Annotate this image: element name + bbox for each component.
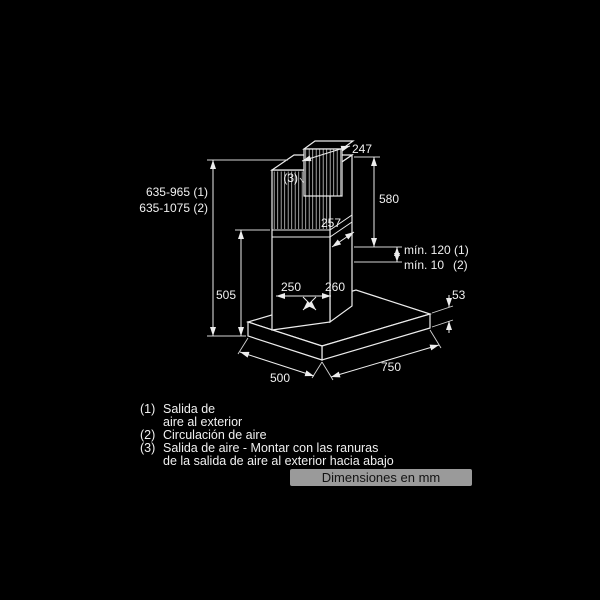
- hood-drawing: [245, 140, 433, 361]
- legend-item2-text: Circulación de aire: [163, 428, 267, 442]
- min-clearance-exterior-label: mín. 120 (1): [404, 243, 469, 257]
- chimney-joint-side-1: [329, 214, 353, 231]
- hood-depth-label: 500: [270, 371, 290, 385]
- duct-width-260-label: 260: [325, 280, 345, 294]
- spigot-leader-line: [299, 177, 305, 184]
- dimension-lines: [207, 145, 454, 381]
- height-air-exterior-label: 635-965 (1): [146, 185, 208, 199]
- dim-750-ext-right: [429, 329, 442, 349]
- legend-item2-marker: (2): [140, 428, 155, 442]
- hood-width-label: 750: [381, 360, 401, 374]
- lower-chimney-height-label: 505: [216, 288, 236, 302]
- dim-500-ext-back: [237, 337, 249, 355]
- dim-500-line: [239, 351, 315, 377]
- outlet-cross-line-2: [302, 296, 317, 311]
- legend: (1) Salida de aire al exterior (2) Circu…: [140, 402, 472, 486]
- legend-item1-line1: Salida de: [163, 402, 215, 416]
- dim-top-width-label: 247: [352, 142, 372, 156]
- legend-item3-line2: de la salida de aire al exterior hacia a…: [163, 454, 394, 468]
- outlet-marker-label: (3): [283, 171, 298, 185]
- height-recirculation-label: 635-1075 (2): [139, 201, 208, 215]
- units-note-label: Dimensiones en mm: [322, 470, 441, 485]
- dim-top-width-line: [301, 145, 351, 162]
- legend-item3-line1: Salida de aire - Montar con las ranuras: [163, 441, 378, 455]
- dim-257-line: [331, 231, 355, 248]
- chimney-depth-label: 257: [321, 216, 341, 230]
- dim-53-ext-top: [431, 305, 454, 314]
- dimension-labels: 247 (3) 635-965 (1) 635-1075 (2) 580 257…: [139, 142, 468, 385]
- min-clearance-recirc-label: mín. 10: [404, 258, 444, 272]
- dim-53-ext-bottom: [431, 319, 454, 328]
- legend-item1-line2: aire al exterior: [163, 415, 242, 429]
- legend-item1-marker: (1): [140, 402, 155, 416]
- upper-chimney-height-label: 580: [379, 192, 399, 206]
- canopy-front-height-label: 53: [452, 288, 466, 302]
- units-note-band: [290, 469, 472, 486]
- spigot-front-face: [303, 148, 343, 197]
- legend-item3-marker: (3): [140, 441, 155, 455]
- min-clearance-recirc-marker: (2): [453, 258, 468, 272]
- dim-750-line: [330, 344, 440, 378]
- duct-width-250-label: 250: [281, 280, 301, 294]
